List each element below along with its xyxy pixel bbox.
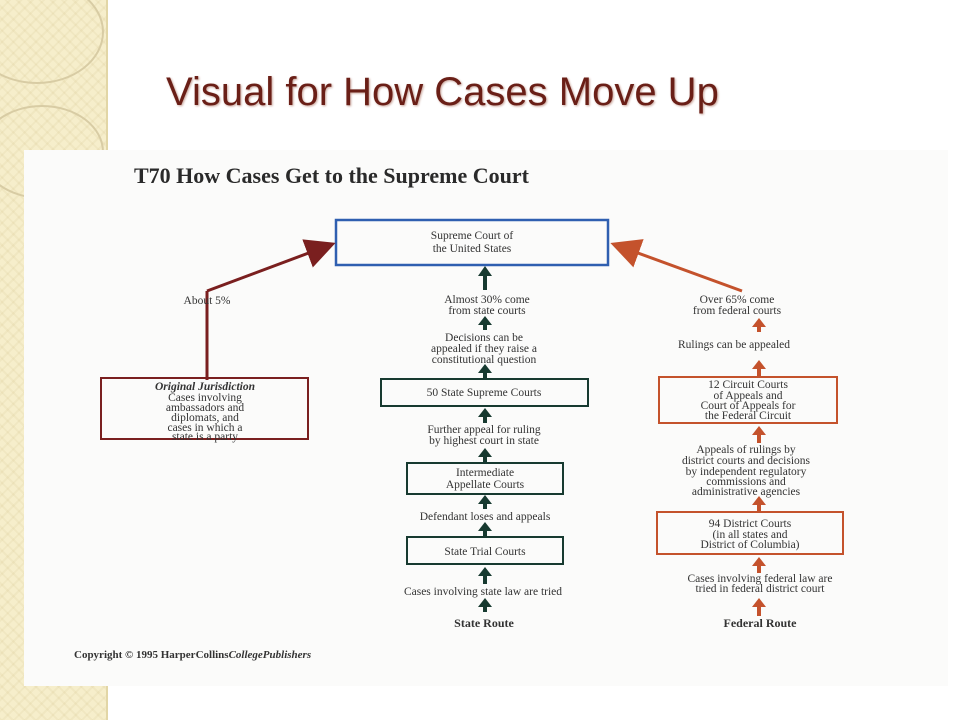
right-arrow	[752, 496, 766, 511]
circuit-line: 12 Circuit Courts	[708, 379, 788, 391]
state-trial-label: State Trial Courts	[444, 546, 526, 558]
original-line: ambassadors and	[166, 402, 244, 414]
federal-route-label: Federal Route	[724, 616, 798, 630]
center-arrow	[478, 408, 492, 423]
right-percent-line1: Over 65% come	[700, 294, 775, 306]
center-arrow	[478, 364, 492, 378]
copyright-text: Copyright © 1995 HarperCollinsCollegePub…	[74, 649, 311, 661]
right-arrow-to-supreme	[610, 239, 743, 293]
right-arrow	[752, 598, 766, 616]
original-line: Cases involving	[168, 392, 242, 404]
court-flow-diagram: T70 How Cases Get to the Supreme Court S…	[74, 163, 844, 661]
appeals-line: by independent regulatory	[686, 466, 807, 478]
appeals-line: district courts and decisions	[682, 455, 811, 467]
figure-heading: T70 How Cases Get to the Supreme Court	[134, 163, 530, 188]
right-arrow	[752, 318, 766, 332]
right-arrow	[752, 557, 766, 573]
slide-title: Visual for How Cases Move Up	[166, 70, 719, 114]
supreme-court-line1: Supreme Court of	[431, 230, 514, 242]
center-arrow	[478, 266, 492, 290]
appeals-line: commissions and	[706, 476, 786, 488]
supreme-court-line2: the United States	[433, 243, 512, 255]
right-percent-line2: from federal courts	[693, 305, 782, 317]
circuit-line: the Federal Circuit	[705, 410, 792, 422]
center-arrow	[478, 522, 492, 536]
appeal-note-line3: constitutional question	[432, 354, 537, 366]
further-appeal-line2: by highest court in state	[429, 435, 539, 447]
intermediate-line1: Intermediate	[456, 467, 514, 479]
district-line: 94 District Courts	[709, 518, 792, 530]
original-line: state is a party	[172, 431, 238, 443]
district-courts-box	[656, 511, 844, 555]
original-jurisdiction-box	[100, 377, 309, 440]
left-percent: About 5%	[184, 295, 231, 307]
original-line: cases in which a	[167, 422, 242, 434]
defendant-label: Defendant loses and appeals	[420, 511, 551, 523]
supreme-court-box	[334, 218, 610, 267]
appeals-line: Appeals of rulings by	[696, 444, 796, 456]
center-arrow	[478, 598, 492, 612]
right-arrow	[752, 426, 766, 443]
intermediate-line2: Appellate Courts	[446, 479, 525, 491]
intermediate-box	[406, 462, 564, 495]
district-line: District of Columbia)	[700, 539, 799, 551]
left-arrow-to-supreme	[206, 239, 336, 293]
circuit-line: of Appeals and	[714, 390, 783, 402]
center-percent-line2: from state courts	[448, 305, 526, 317]
district-line: (in all states and	[712, 529, 787, 541]
appeal-note-line1: Decisions can be	[445, 332, 523, 344]
appeals-line: administrative agencies	[692, 486, 801, 498]
center-percent-line1: Almost 30% come	[444, 294, 530, 306]
state-supreme-label: 50 State Supreme Courts	[427, 387, 542, 399]
rulings-label: Rulings can be appealed	[678, 339, 790, 351]
state-supreme-box	[380, 378, 589, 407]
original-jurisdiction-title: Original Jurisdiction	[155, 381, 255, 393]
center-arrow	[478, 448, 492, 462]
further-appeal-line1: Further appeal for ruling	[427, 424, 541, 436]
appeal-note-line2: appealed if they raise a	[431, 343, 537, 355]
federal-cases-line1: Cases involving federal law are	[688, 573, 833, 585]
state-trial-box	[406, 536, 564, 565]
center-arrow	[478, 567, 492, 584]
scanned-diagram: T70 How Cases Get to the Supreme Court S…	[24, 150, 948, 686]
circuit-line: Court of Appeals for	[701, 400, 796, 412]
circuit-courts-box	[658, 376, 838, 424]
state-cases-label: Cases involving state law are tried	[404, 586, 562, 598]
right-arrow	[752, 360, 766, 376]
original-line: diplomats, and	[171, 412, 239, 424]
center-arrow	[478, 316, 492, 330]
center-arrow	[478, 495, 492, 509]
state-route-label: State Route	[454, 616, 514, 630]
federal-cases-line2: tried in federal district court	[695, 583, 825, 595]
